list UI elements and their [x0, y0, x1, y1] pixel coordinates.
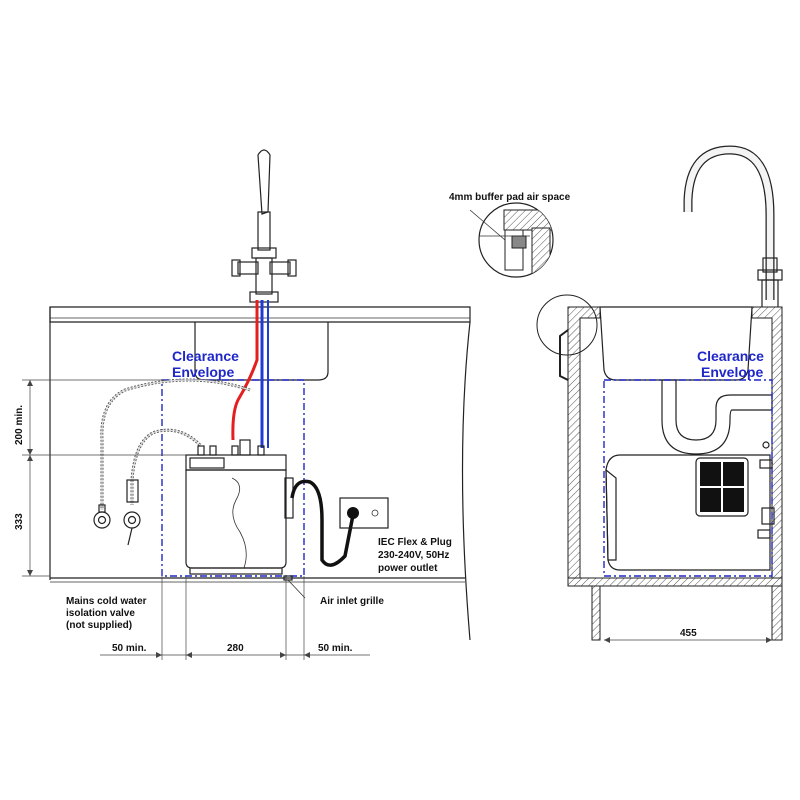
horizontal-dimension	[100, 576, 370, 660]
mains-label-3: (not supplied)	[66, 620, 132, 631]
depth-dimension	[604, 637, 772, 643]
clearance-label-side-2: Envelope	[701, 364, 763, 380]
dim-height-bottom: 333	[14, 513, 25, 530]
cabinet-left-wall	[567, 306, 601, 581]
air-inlet-label: Air inlet grille	[320, 596, 384, 607]
iec-label-2: 230-240V, 50Hz	[378, 550, 449, 561]
iec-label-1: IEC Flex & Plug	[378, 537, 452, 548]
vent-grille	[695, 457, 749, 517]
mains-label-2: isolation valve	[66, 608, 135, 619]
front-view: Clearance Envelope	[14, 149, 471, 660]
faucet-side	[683, 145, 783, 309]
isolation-valve-right	[123, 479, 141, 546]
braided-hose-1	[100, 378, 251, 510]
mains-label-1: Mains cold water	[66, 596, 147, 607]
isolation-valve-left	[93, 504, 111, 529]
buffer-pad-detail	[469, 202, 598, 356]
side-view: Clearance Envelope 455	[449, 145, 783, 643]
dim-depth: 455	[680, 628, 697, 639]
dim-left-clear: 50 min.	[112, 643, 147, 654]
dim-right-clear: 50 min.	[318, 643, 353, 654]
power-outlet	[339, 497, 389, 529]
dim-height-top: 200 min.	[14, 405, 25, 445]
clearance-envelope-side	[603, 379, 773, 577]
buffer-pad-label: 4mm buffer pad air space	[449, 192, 571, 203]
power-cable	[290, 479, 355, 567]
vertical-dimension	[22, 379, 186, 577]
faucet-front	[231, 149, 297, 303]
iec-label-3: power outlet	[378, 563, 438, 574]
heater-unit-front	[185, 439, 294, 575]
clearance-envelope-front	[161, 379, 305, 577]
dim-width: 280	[227, 643, 244, 654]
clearance-label-side-1: Clearance	[697, 348, 764, 364]
clearance-label-front-2: Envelope	[172, 364, 234, 380]
clearance-label-front-1: Clearance	[172, 348, 239, 364]
hot-water-line	[231, 300, 259, 441]
heater-unit-side	[605, 441, 775, 571]
benchtop-front	[49, 306, 471, 641]
